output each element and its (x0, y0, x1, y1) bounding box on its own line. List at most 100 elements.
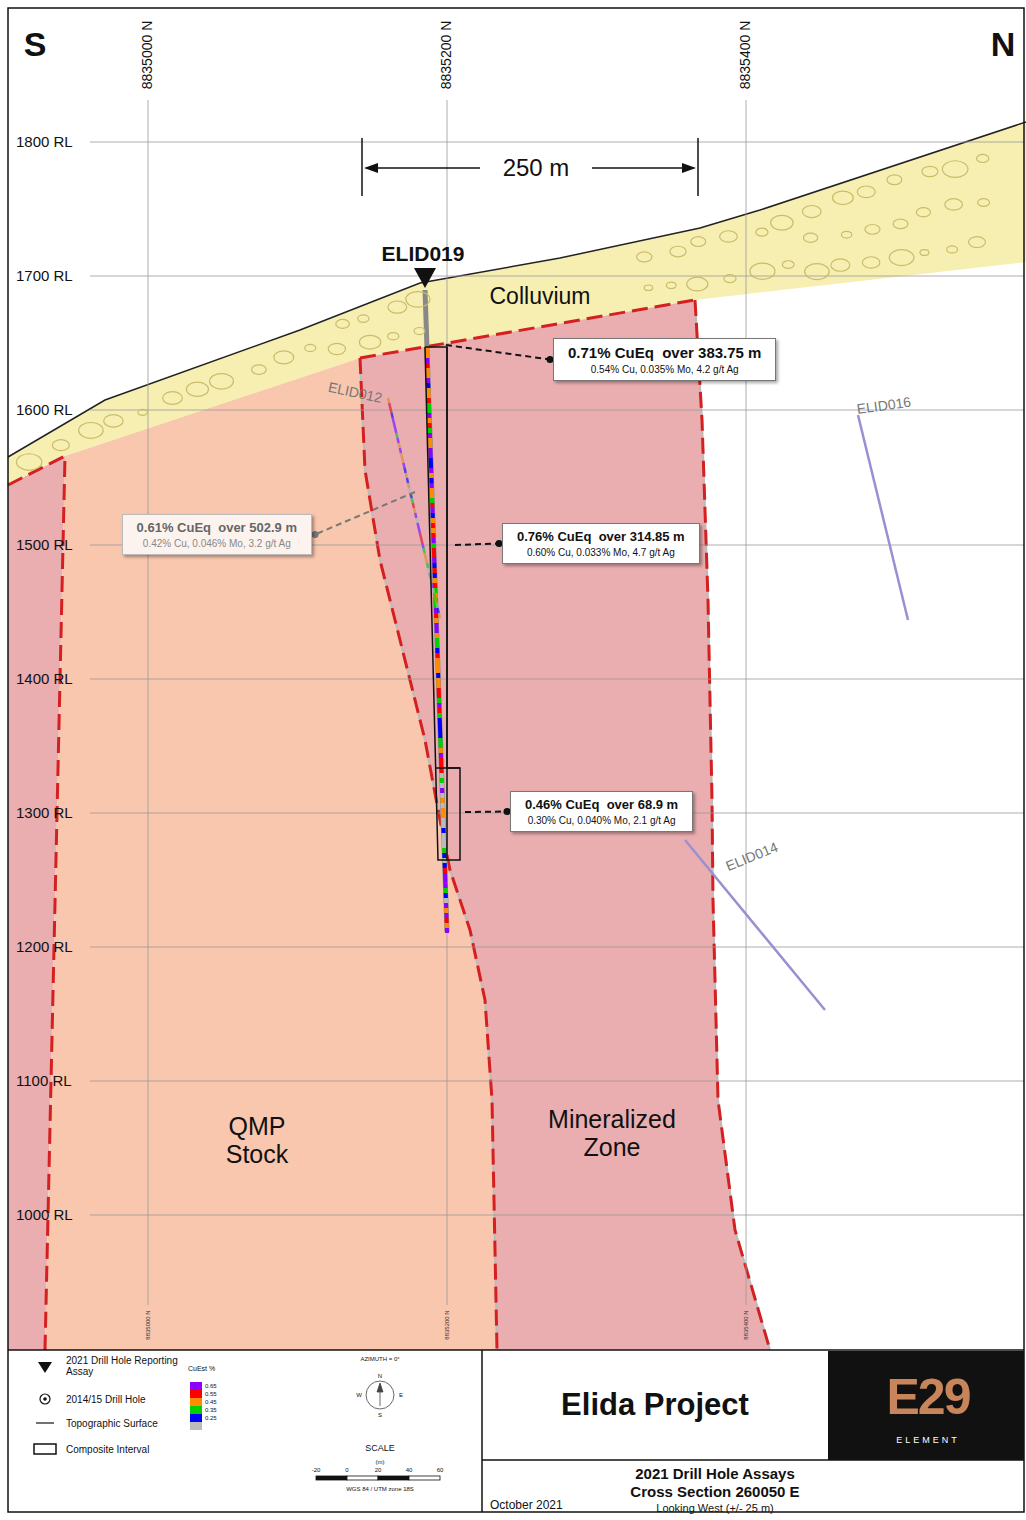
drawing-subtitle: 2021 Drill Hole Assays (635, 1466, 795, 1483)
unit-label: Colluvium (487, 284, 594, 309)
grid-lines (90, 100, 1024, 1305)
pebble (942, 161, 968, 178)
assay-segment (431, 518, 435, 523)
assay-segment (406, 473, 407, 478)
composite-interval (425, 347, 460, 860)
assay-segment (436, 683, 440, 688)
assay-segment (436, 603, 437, 608)
assay-segment (438, 608, 439, 613)
assay-segment (439, 758, 443, 763)
compass-letter: S (375, 1412, 385, 1419)
dimension-label: 250 m (500, 155, 573, 181)
assay-segment (435, 653, 439, 658)
drill-hole-name: ELID019 (382, 242, 465, 265)
scale-tick: 60 (437, 1467, 444, 1474)
assay-segment (435, 598, 436, 603)
assay-segment (396, 433, 397, 438)
assay-segment (433, 588, 437, 593)
legend-heading: CuEst % (188, 1365, 215, 1373)
callout-heading: 0.46% CuEq over 68.9 m (525, 797, 678, 812)
assay-segment (445, 918, 449, 923)
assay-segment (419, 528, 420, 533)
assay-segment (431, 533, 435, 538)
assay-callout: 0.61% CuEq over 502.9 m0.42% Cu, 0.046% … (122, 514, 312, 555)
compass-letter: E (399, 1392, 403, 1399)
assay-segment (431, 528, 435, 533)
assay-callout: 0.71% CuEq over 383.75 m0.54% Cu, 0.035%… (553, 338, 776, 381)
mineralized-zone-region (360, 300, 770, 1350)
pebble (805, 264, 830, 280)
pebble (691, 237, 706, 247)
assay-segment (437, 698, 441, 703)
title-text: Elida Project (561, 1388, 749, 1422)
pebble (104, 415, 123, 428)
assay-segment (407, 478, 408, 483)
assay-segment (444, 893, 448, 898)
drill-hole-name: ELID016 (856, 395, 912, 418)
pebble (841, 231, 851, 238)
assay-segment (444, 898, 448, 903)
assay-segment (397, 438, 398, 443)
assay-segment (389, 403, 390, 408)
legend-text: 0.35 (205, 1407, 217, 1414)
drawing-subtitle: Looking West (+/- 25 m) (656, 1502, 773, 1514)
pebble (756, 228, 768, 236)
zone-boundaries (8, 300, 770, 1350)
date-label: October 2021 (490, 1499, 563, 1512)
assay-segment (436, 663, 440, 668)
assay-segment (433, 573, 437, 578)
projection-note: WGS 84 / UTM zone 18S (346, 1486, 414, 1493)
leader-line (446, 345, 550, 360)
assay-segment (422, 543, 423, 548)
assay-segment (444, 913, 448, 918)
scale-bar (316, 1476, 440, 1480)
assay-segment (439, 753, 443, 758)
assay-segment (425, 553, 426, 558)
assay-segment (441, 808, 445, 813)
assay-segment (427, 408, 431, 413)
pebble (977, 154, 989, 162)
pebble (802, 206, 821, 218)
pebble (857, 186, 875, 198)
logo-text: E29 (887, 1370, 970, 1425)
assay-segment (428, 568, 429, 573)
assay-segment (390, 408, 391, 413)
assay-segment (435, 638, 439, 643)
assay-segment (442, 853, 446, 858)
assay-segment (432, 583, 433, 588)
assay-segment (432, 553, 436, 558)
assay-segment (430, 498, 434, 503)
assay-segment (437, 708, 441, 713)
elevation-label: 1200 RL (16, 939, 73, 956)
pebble (920, 250, 929, 256)
pebble (359, 335, 380, 349)
compass-letter: N (375, 1373, 385, 1380)
pebble (52, 440, 69, 451)
assay-segment (442, 843, 446, 848)
logo-text: ELEMENT (896, 1436, 960, 1446)
northing-label: 8835200 N (439, 18, 454, 93)
leader-dot (312, 531, 319, 538)
northing-label: 8835000 N (145, 1310, 152, 1339)
assay-segment (430, 503, 434, 508)
assay-segment (436, 678, 440, 683)
assay-segment (435, 633, 439, 638)
frame (8, 8, 1024, 1512)
assay-segment (435, 643, 439, 648)
compass-letter: W (356, 1392, 362, 1399)
scale-title: SCALE (365, 1444, 395, 1454)
scale-tick: -20 (312, 1467, 321, 1474)
assay-segment (436, 673, 440, 678)
logo-panel (828, 1351, 1024, 1460)
pebble (862, 257, 879, 268)
pebble (945, 199, 963, 211)
assay-segment (435, 628, 439, 633)
assay-segment (432, 558, 436, 563)
assay-segment (408, 483, 409, 488)
pebble (16, 454, 41, 471)
callout-detail: 0.60% Cu, 0.033% Mo, 4.7 g/t Ag (517, 547, 685, 558)
elevation-label: 1600 RL (16, 402, 73, 419)
pebble (720, 231, 738, 242)
